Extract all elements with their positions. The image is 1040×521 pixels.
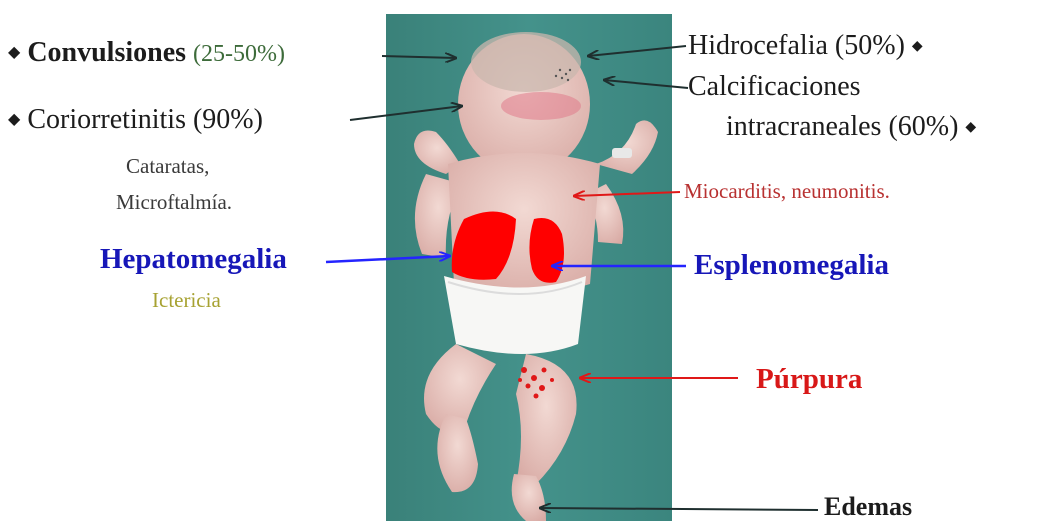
diamond-bullet-icon: ◆ — [965, 120, 976, 135]
label-coriorretinitis: ◆ Coriorretinitis (90%) — [8, 106, 263, 134]
arrow-hepatomegalia — [326, 256, 450, 262]
arrow-miocarditis — [574, 192, 680, 196]
hidrocefalia-text: Hidrocefalia (50%) — [688, 30, 905, 61]
arrow-convulsiones — [382, 56, 456, 58]
diamond-bullet-icon: ◆ — [8, 111, 20, 128]
label-esplenomegalia: Esplenomegalia — [694, 251, 889, 280]
coriorretinitis-text: Coriorretinitis (90%) — [27, 104, 263, 135]
label-ictericia: Ictericia — [152, 290, 221, 311]
label-purpura: Púrpura — [756, 365, 862, 394]
diamond-bullet-icon: ◆ — [8, 44, 20, 61]
arrow-hidrocefalia — [588, 46, 686, 56]
intracraneales-text: intracraneales (60%) — [726, 111, 958, 142]
label-convulsiones: ◆ Convulsiones (25-50%) — [8, 39, 285, 67]
diamond-bullet-icon: ◆ — [912, 39, 923, 54]
arrow-coriorretinitis — [350, 106, 462, 120]
label-edemas: Edemas — [824, 494, 912, 520]
label-cataratas: Cataratas, — [126, 156, 209, 177]
arrow-calcificaciones — [604, 80, 688, 88]
label-intracraneales: intracraneales (60%) ◆ — [726, 113, 976, 141]
label-hepatomegalia: Hepatomegalia — [100, 245, 287, 274]
label-hidrocefalia: Hidrocefalia (50%) ◆ — [688, 32, 923, 60]
label-miocarditis: Miocarditis, neumonitis. — [684, 181, 890, 202]
convulsiones-text: Convulsiones — [27, 37, 186, 68]
convulsiones-percent: (25-50%) — [193, 41, 285, 67]
label-microftalmia: Microftalmía. — [116, 192, 232, 213]
arrow-edemas — [540, 508, 818, 510]
label-calcificaciones: Calcificaciones — [688, 73, 861, 101]
